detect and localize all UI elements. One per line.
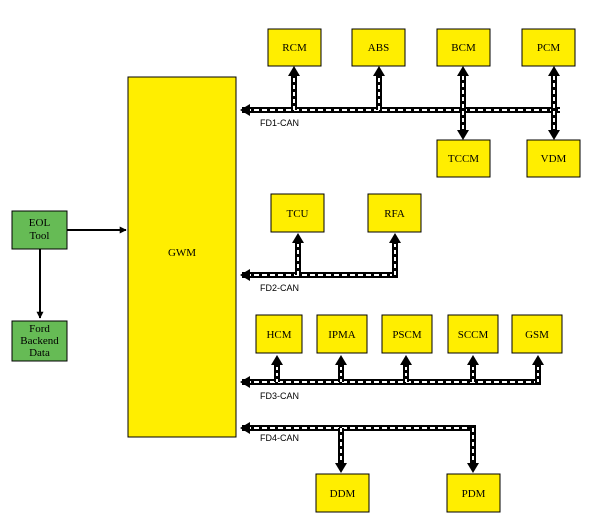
backend-label-line: Backend (20, 335, 59, 347)
fd3-can-bus (240, 355, 544, 388)
module-label: ABS (368, 42, 389, 54)
module-label: HCM (266, 329, 291, 341)
module-rcm: RCM (267, 28, 322, 67)
gwm-gateway: GWM (127, 76, 237, 438)
module-label: RFA (384, 208, 405, 220)
module-ddm: DDM (315, 473, 370, 513)
module-sccm: SCCM (447, 314, 499, 354)
backend-label-line: Ford (29, 323, 50, 335)
fd2-can-bus (240, 233, 401, 281)
module-vdm: VDM (526, 139, 581, 178)
bus-label-fd2: FD2-CAN (260, 283, 299, 293)
eol-tool-label-line: Tool (29, 230, 49, 242)
gwm-label: GWM (168, 247, 196, 259)
module-pscm: PSCM (381, 314, 433, 354)
eol-tool-label-line: EOL (29, 217, 51, 229)
module-ipma: IPMA (316, 314, 368, 354)
module-label: PCM (537, 42, 560, 54)
module-abs: ABS (351, 28, 406, 67)
module-bcm: BCM (436, 28, 491, 67)
bus-label-fd4: FD4-CAN (260, 433, 299, 443)
module-label: VDM (541, 153, 567, 165)
module-label: RCM (282, 42, 307, 54)
module-label: SCCM (458, 329, 489, 341)
eol-tool-box: EOL Tool (11, 210, 68, 250)
bus-label-fd3: FD3-CAN (260, 391, 299, 401)
module-label: DDM (330, 488, 356, 500)
bus-label-fd1: FD1-CAN (260, 118, 299, 128)
module-label: BCM (451, 42, 476, 54)
module-pdm: PDM (446, 473, 501, 513)
module-rfa: RFA (367, 193, 422, 233)
module-label: TCU (287, 208, 309, 220)
module-gsm: GSM (511, 314, 563, 354)
module-label: IPMA (328, 329, 356, 341)
module-label: PSCM (392, 329, 422, 341)
fd4-can-bus (240, 422, 479, 473)
module-label: GSM (525, 329, 549, 341)
module-label: TCCM (448, 153, 479, 165)
backend-label-line: Data (29, 347, 50, 359)
module-hcm: HCM (255, 314, 303, 354)
module-pcm: PCM (521, 28, 576, 67)
module-tccm: TCCM (436, 139, 491, 178)
ford-backend-data-box: Ford Backend Data (11, 320, 68, 362)
fd1-can-bus (240, 66, 560, 140)
module-label: PDM (462, 488, 486, 500)
module-tcu: TCU (270, 193, 325, 233)
